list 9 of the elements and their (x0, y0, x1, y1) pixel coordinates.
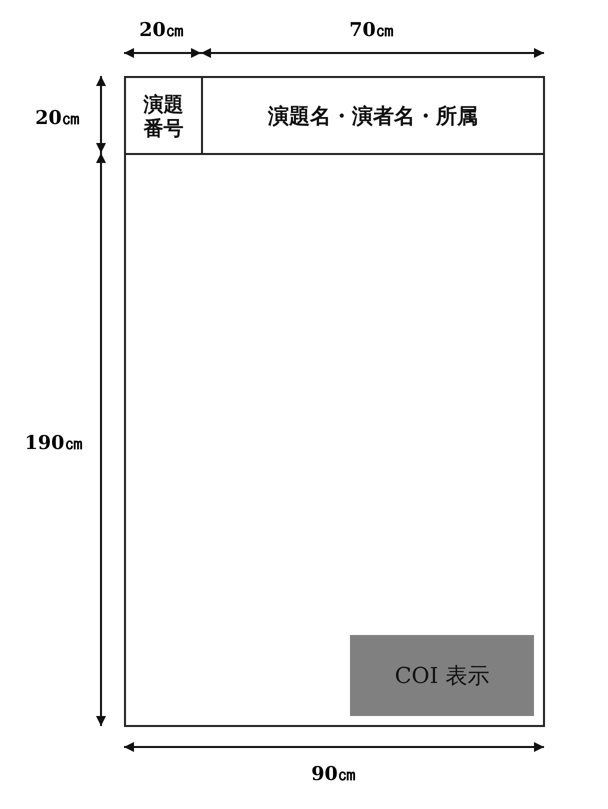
coi-box: COI 表示 (350, 635, 534, 716)
number-cell: 演題番号 (126, 78, 203, 155)
dimension-label: 20㎝ (139, 18, 185, 43)
dimension-label: 20㎝ (35, 106, 81, 131)
poster-board (124, 76, 545, 727)
dimension-label: 90㎝ (311, 762, 357, 787)
title-cell: 演題名・演者名・所属 (203, 78, 543, 155)
dimension-label: 70㎝ (349, 18, 395, 43)
dimension-label: 190㎝ (24, 431, 84, 456)
